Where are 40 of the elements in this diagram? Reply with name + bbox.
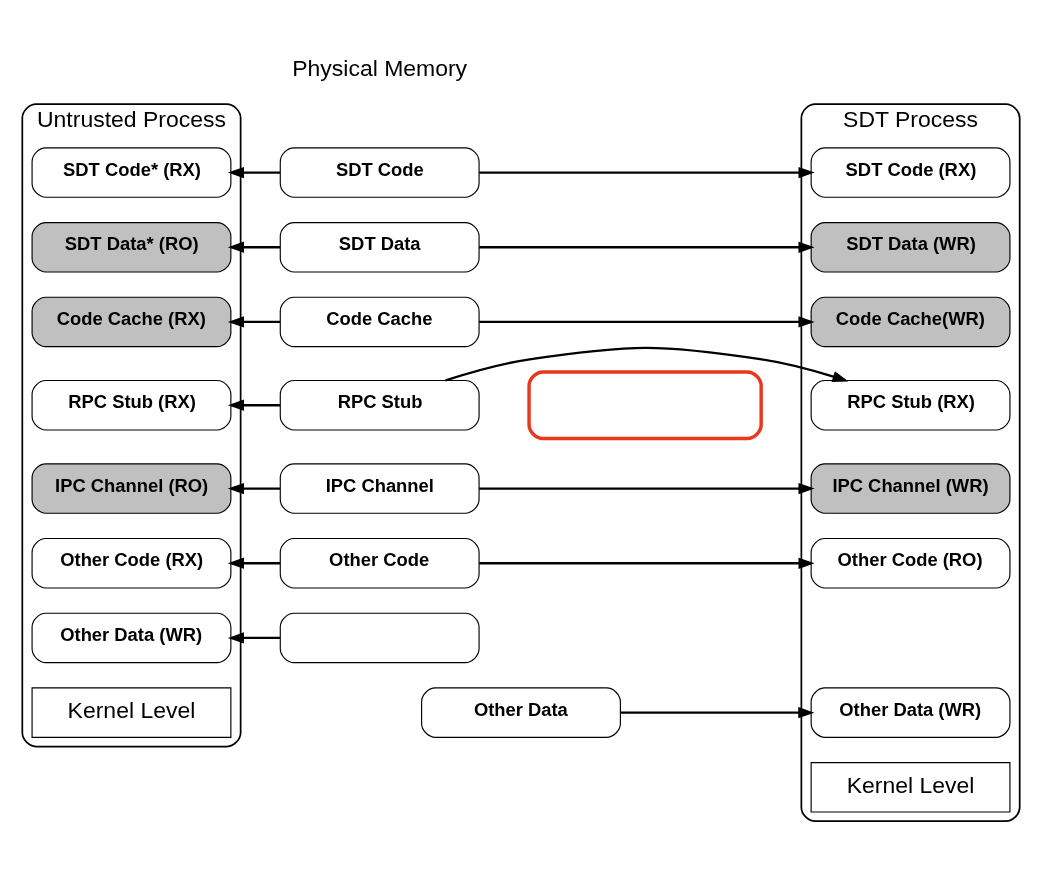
arrow: [227, 557, 280, 569]
arrow: [227, 482, 280, 494]
arrow: [227, 166, 280, 178]
node-box: Kernel Level: [31, 686, 232, 738]
node-box: RPC Stub: [279, 379, 480, 431]
node-box: [527, 369, 763, 440]
arrow: [227, 399, 280, 411]
arrow: [479, 557, 815, 569]
arrow: [479, 166, 815, 178]
node-box: Other Code: [279, 537, 480, 589]
node-box: [279, 612, 480, 663]
node-box: IPC Channel: [279, 462, 480, 514]
node-box: SDT Code (RX): [810, 146, 1011, 198]
node-box: IPC Channel (RO): [31, 462, 232, 514]
arrow: [479, 482, 815, 494]
node-box: IPC Channel (WR): [810, 462, 1011, 514]
arrow: [479, 315, 815, 328]
node-box: Other Code (RX): [31, 537, 232, 589]
arrow: [227, 631, 280, 644]
node-box: Code Cache (RX): [31, 296, 232, 347]
node-box: SDT Code* (RX): [31, 146, 232, 198]
node-box: RPC Stub (RX): [810, 379, 1011, 431]
arrow: [620, 706, 815, 718]
node-box: Other Data (WR): [810, 686, 1011, 738]
node-box: Other Data (WR): [31, 612, 232, 663]
node-box: Other Data: [421, 686, 621, 738]
node-box: SDT Data* (RO): [31, 221, 232, 273]
node-box: Code Cache: [279, 296, 480, 347]
arrow: [445, 346, 849, 382]
node-box: RPC Stub (RX): [31, 379, 232, 431]
node-box: Kernel Level: [810, 761, 1011, 813]
node-box: SDT Data: [279, 221, 480, 273]
arrow: [227, 315, 280, 328]
label: Physical Memory: [292, 54, 468, 81]
node-box: SDT Code: [279, 146, 480, 198]
node-box: Code Cache(WR): [810, 296, 1011, 347]
arrow: [227, 241, 280, 253]
node-box: SDT Data (WR): [810, 221, 1011, 273]
arrow: [479, 241, 815, 253]
node-box: Other Code (RO): [810, 537, 1011, 589]
